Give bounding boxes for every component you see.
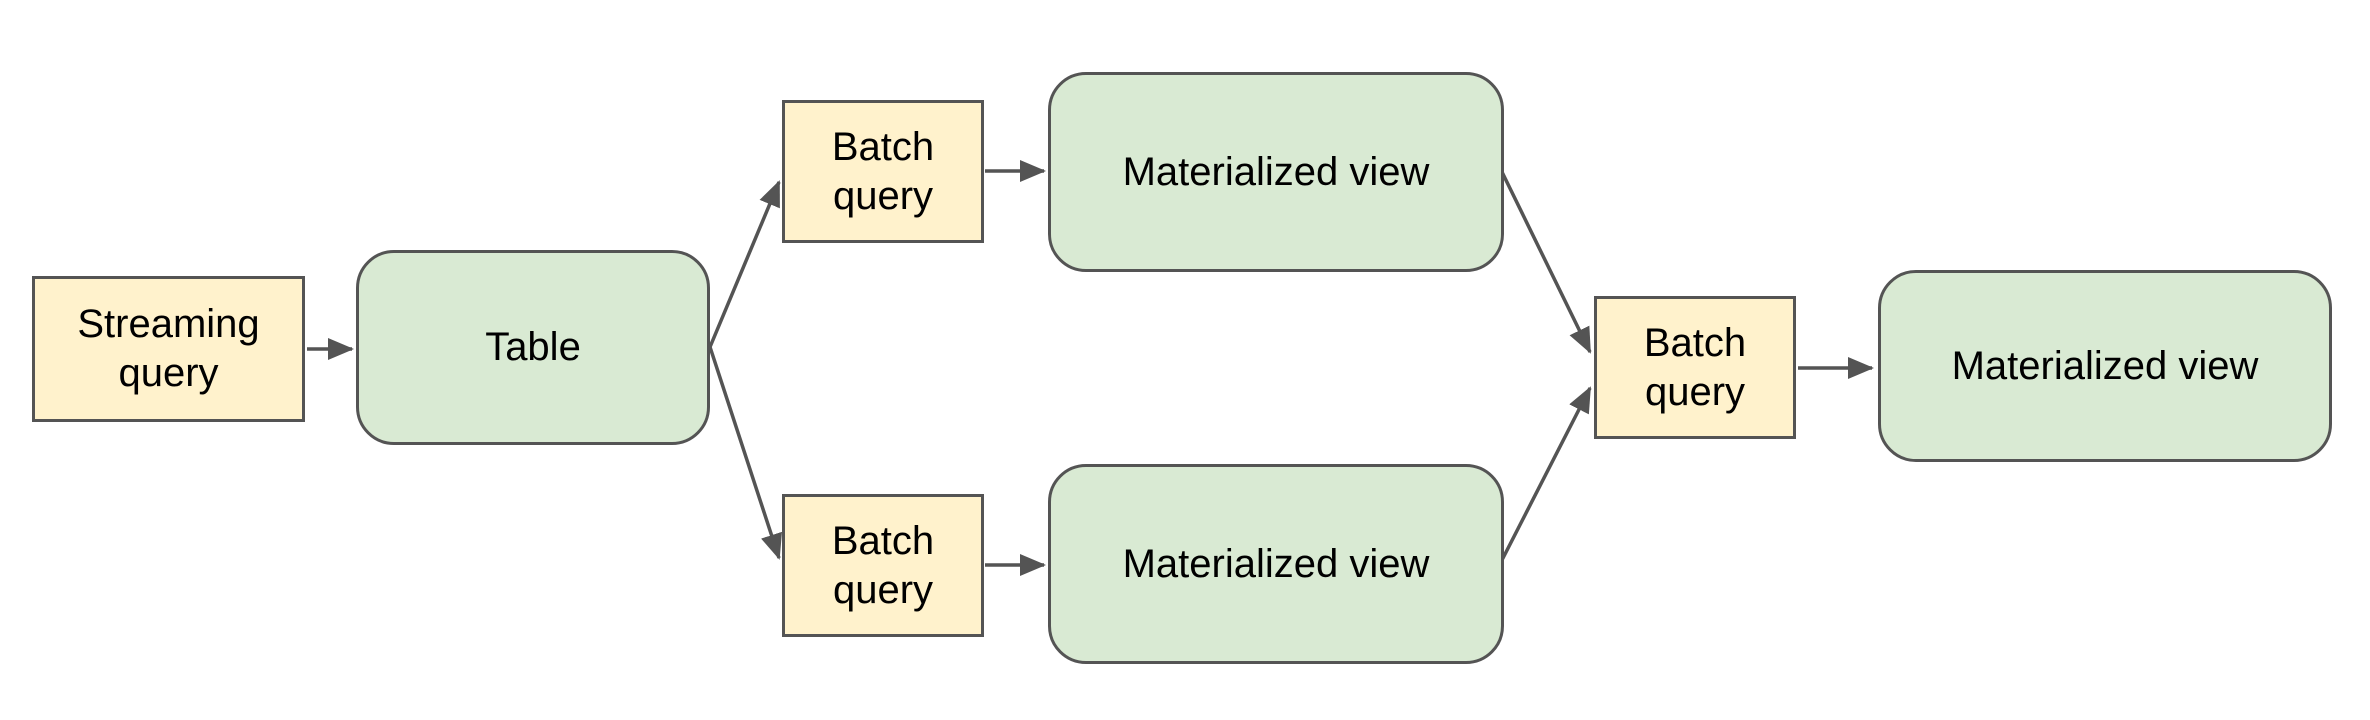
node-batch-query-top: Batch query (782, 100, 984, 243)
node-materialized-view-top: Materialized view (1048, 72, 1504, 272)
node-batch-query-top-label: Batch query (831, 124, 935, 218)
edge-table-to-batch-query-bottom (708, 346, 782, 560)
edge-materialized-view-bottom-to-batch-query-right (1500, 386, 1592, 561)
node-batch-query-bottom: Batch query (782, 494, 984, 637)
node-batch-query-right: Batch query (1594, 296, 1796, 439)
node-batch-query-bottom-label: Batch query (831, 518, 935, 612)
node-batch-query-right-label: Batch query (1643, 320, 1747, 414)
node-materialized-view-right-label: Materialized view (1951, 343, 2259, 388)
node-streaming-query-label: Streaming query (77, 302, 260, 395)
edge-table-to-batch-query-top (708, 180, 781, 348)
node-table: Table (356, 250, 710, 445)
node-streaming-query: Streaming query (32, 276, 305, 422)
edge-materialized-view-top-to-batch-query-right (1500, 171, 1592, 354)
node-materialized-view-top-label: Materialized view (1122, 149, 1430, 194)
node-materialized-view-right: Materialized view (1878, 270, 2332, 462)
node-materialized-view-bottom-label: Materialized view (1122, 541, 1430, 586)
node-materialized-view-bottom: Materialized view (1048, 464, 1504, 664)
node-table-label: Table (485, 325, 581, 370)
